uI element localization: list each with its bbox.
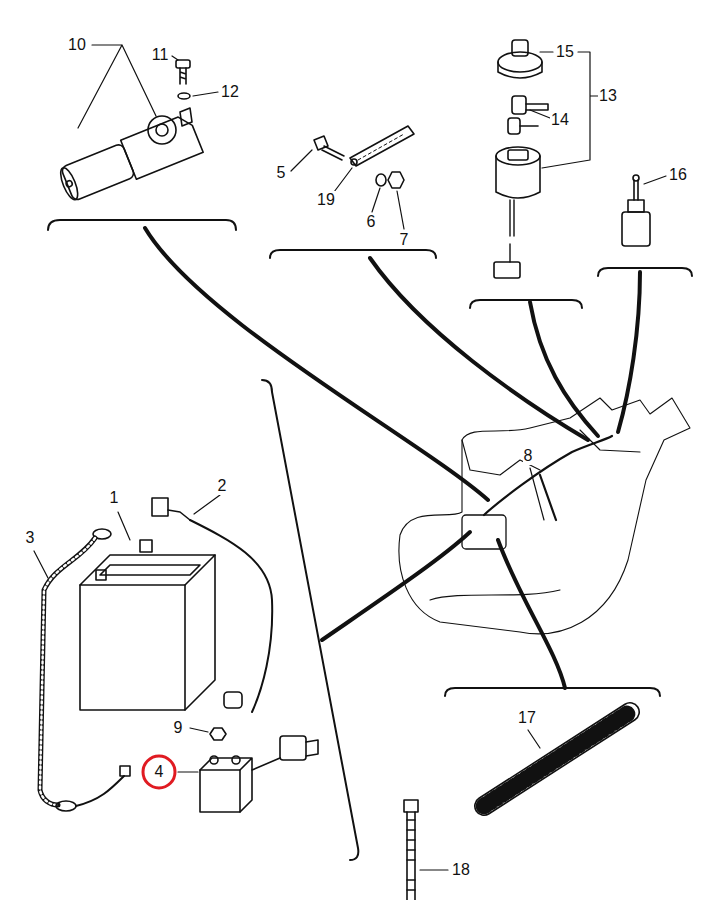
callout-number: 10: [67, 36, 87, 54]
callout-number: 1: [109, 489, 120, 507]
callout-number: 7: [399, 231, 410, 249]
callout-number: 12: [220, 83, 240, 101]
callout-number: 17: [517, 709, 537, 727]
callout-number: 9: [173, 719, 184, 737]
callout-number: 15: [555, 43, 575, 61]
callout-number: 14: [550, 111, 570, 129]
callout-number: 8: [523, 447, 534, 465]
highlight-circle: 4: [141, 754, 177, 790]
callout-number: 6: [366, 213, 377, 231]
circle-outline: [143, 756, 175, 788]
callout-number: 11: [151, 46, 170, 64]
callout-number: 5: [276, 164, 287, 182]
callout-number: 13: [598, 87, 618, 105]
callout-number: 3: [25, 529, 36, 547]
callout-number: 16: [668, 166, 688, 184]
callout-number: 2: [217, 477, 228, 495]
callout-number: 18: [451, 861, 471, 879]
callout-number: 19: [316, 191, 336, 209]
callout-number: 4: [155, 763, 164, 781]
